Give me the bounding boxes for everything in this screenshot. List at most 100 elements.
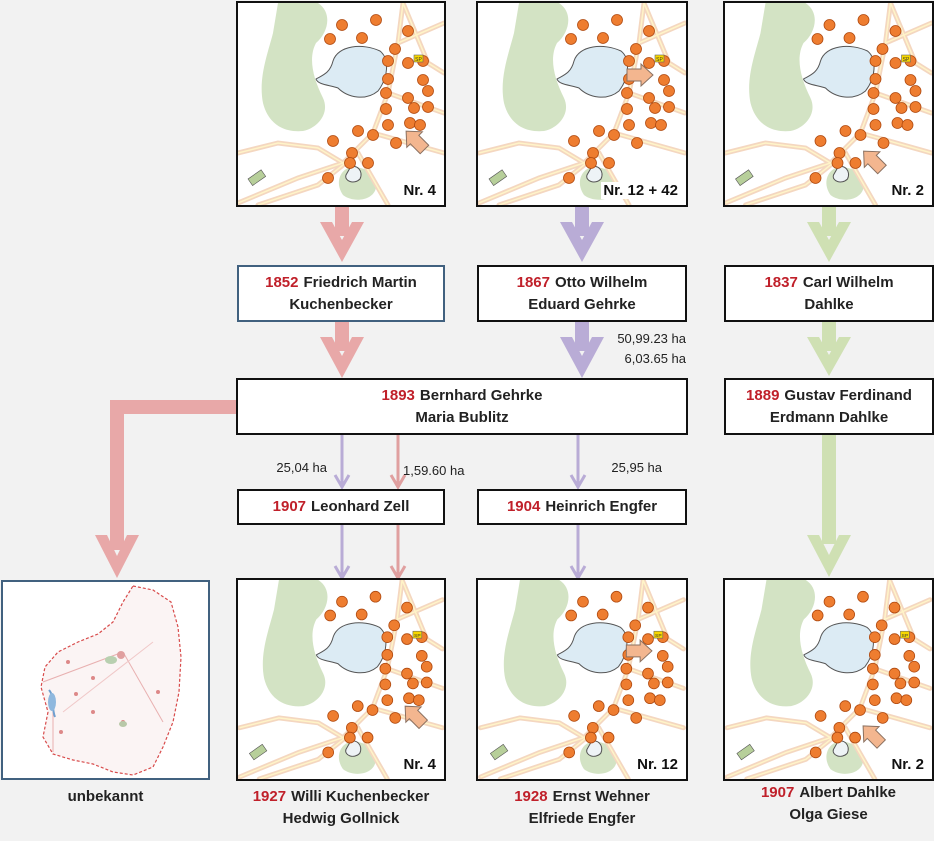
farm-dot bbox=[390, 137, 402, 149]
farm-dot bbox=[908, 676, 921, 689]
farm-dot bbox=[831, 731, 844, 744]
sign-icon-text: SP bbox=[902, 633, 909, 639]
farm-dot bbox=[868, 694, 881, 707]
farm-dot bbox=[324, 33, 336, 45]
farm-dot bbox=[381, 631, 394, 643]
farm-dot bbox=[630, 43, 642, 55]
farm-dot bbox=[592, 700, 605, 712]
farm-dot bbox=[587, 721, 599, 734]
farm-dot bbox=[402, 92, 414, 104]
farm-dot bbox=[630, 712, 642, 724]
farm-dot bbox=[602, 731, 615, 744]
map-top-right: SP Nr. 2 bbox=[723, 1, 934, 207]
farm-dot bbox=[843, 32, 856, 44]
farm-dot bbox=[380, 87, 392, 99]
farm-dot bbox=[401, 633, 413, 645]
farm-dot bbox=[596, 608, 609, 621]
name-line2: Dahlke bbox=[804, 295, 854, 313]
legend-icon bbox=[736, 743, 755, 761]
name-line2: Maria Bublitz bbox=[415, 408, 509, 426]
pointer-arrow-icon bbox=[626, 62, 654, 88]
farm-dot bbox=[389, 712, 401, 724]
year: 1927 bbox=[252, 788, 287, 805]
farm-dot bbox=[908, 660, 921, 673]
farm-dot bbox=[346, 721, 358, 734]
farm-dot bbox=[833, 147, 846, 159]
farm-dot bbox=[621, 87, 633, 99]
farm-dot bbox=[629, 619, 642, 632]
farm-dot bbox=[389, 43, 401, 55]
road-center bbox=[885, 22, 932, 44]
farm-dot bbox=[370, 14, 382, 26]
road-center bbox=[396, 599, 443, 621]
arrow-1893-to-engfer bbox=[569, 434, 587, 490]
farm-dot bbox=[417, 74, 429, 86]
farm-dot bbox=[408, 102, 420, 114]
arrow-1893-to-zell-pink bbox=[389, 434, 407, 490]
road-center bbox=[859, 707, 931, 729]
farm-dot bbox=[823, 595, 836, 608]
farm-dot bbox=[811, 609, 824, 622]
pond bbox=[832, 740, 849, 757]
farm-dot bbox=[663, 101, 675, 113]
map-label: Nr. 2 bbox=[889, 182, 926, 199]
name-line1: Gustav Ferdinand bbox=[784, 386, 912, 404]
farm-dot bbox=[327, 710, 339, 722]
pointer-arrow-icon bbox=[863, 150, 887, 175]
sign-icon-text: SP bbox=[903, 57, 910, 63]
farm-dot bbox=[909, 85, 922, 97]
forest-area bbox=[503, 580, 569, 707]
year: 1889 bbox=[746, 386, 780, 404]
forest-area bbox=[749, 3, 815, 132]
farm-dot bbox=[622, 694, 635, 707]
road-center bbox=[637, 599, 684, 621]
farm-dot bbox=[891, 117, 904, 129]
farm-dot bbox=[420, 676, 433, 689]
farm-dot bbox=[857, 14, 870, 26]
forest-area bbox=[261, 3, 328, 132]
farm-dot bbox=[603, 157, 615, 169]
farm-dot bbox=[867, 662, 879, 675]
farm-dot bbox=[327, 135, 339, 147]
farm-dot bbox=[322, 172, 334, 184]
farm-dot bbox=[894, 677, 907, 690]
road-center bbox=[397, 22, 444, 44]
farm-dot bbox=[568, 710, 580, 722]
farm-dot bbox=[344, 157, 356, 169]
farm-dot bbox=[849, 731, 861, 744]
arrow-map2-to-1837 bbox=[807, 206, 851, 262]
name-line1: Leonhard Zell bbox=[311, 498, 410, 515]
map-label: Nr. 2 bbox=[889, 756, 926, 773]
year: 1907 bbox=[760, 784, 795, 801]
farm-dot bbox=[823, 19, 836, 31]
farm-dot bbox=[843, 608, 856, 621]
farm-dot bbox=[621, 103, 633, 115]
caption-text: unbekannt bbox=[67, 788, 144, 805]
legend-icon bbox=[247, 169, 267, 186]
name-line2: Kuchenbecker bbox=[289, 295, 393, 313]
name-line2: Olga Giese bbox=[789, 806, 868, 823]
name-line2: Hedwig Gollnick bbox=[282, 810, 400, 827]
farm-dot bbox=[889, 92, 902, 104]
farm-dot bbox=[889, 25, 902, 37]
map-label: Nr. 4 bbox=[401, 756, 438, 773]
farm-dot bbox=[336, 19, 348, 31]
map-graphic: SP bbox=[725, 580, 932, 779]
farm-dot bbox=[380, 103, 392, 115]
area-line2: 6,03.65 ha bbox=[624, 351, 686, 366]
farm-dot bbox=[352, 125, 364, 137]
farm-dot bbox=[403, 692, 415, 705]
farm-dot bbox=[909, 101, 922, 113]
sign-icon bbox=[901, 54, 911, 63]
farm-dot bbox=[351, 700, 364, 712]
farm-dot bbox=[379, 662, 392, 675]
farm-dot bbox=[663, 85, 675, 97]
farm-dot bbox=[422, 101, 434, 113]
sign-icon bbox=[412, 630, 423, 639]
arrow-map12-to-1867 bbox=[560, 206, 604, 262]
farm-dot bbox=[869, 119, 882, 131]
farm-dot bbox=[381, 694, 394, 707]
arrow-1893-to-zell-purple bbox=[333, 434, 351, 490]
